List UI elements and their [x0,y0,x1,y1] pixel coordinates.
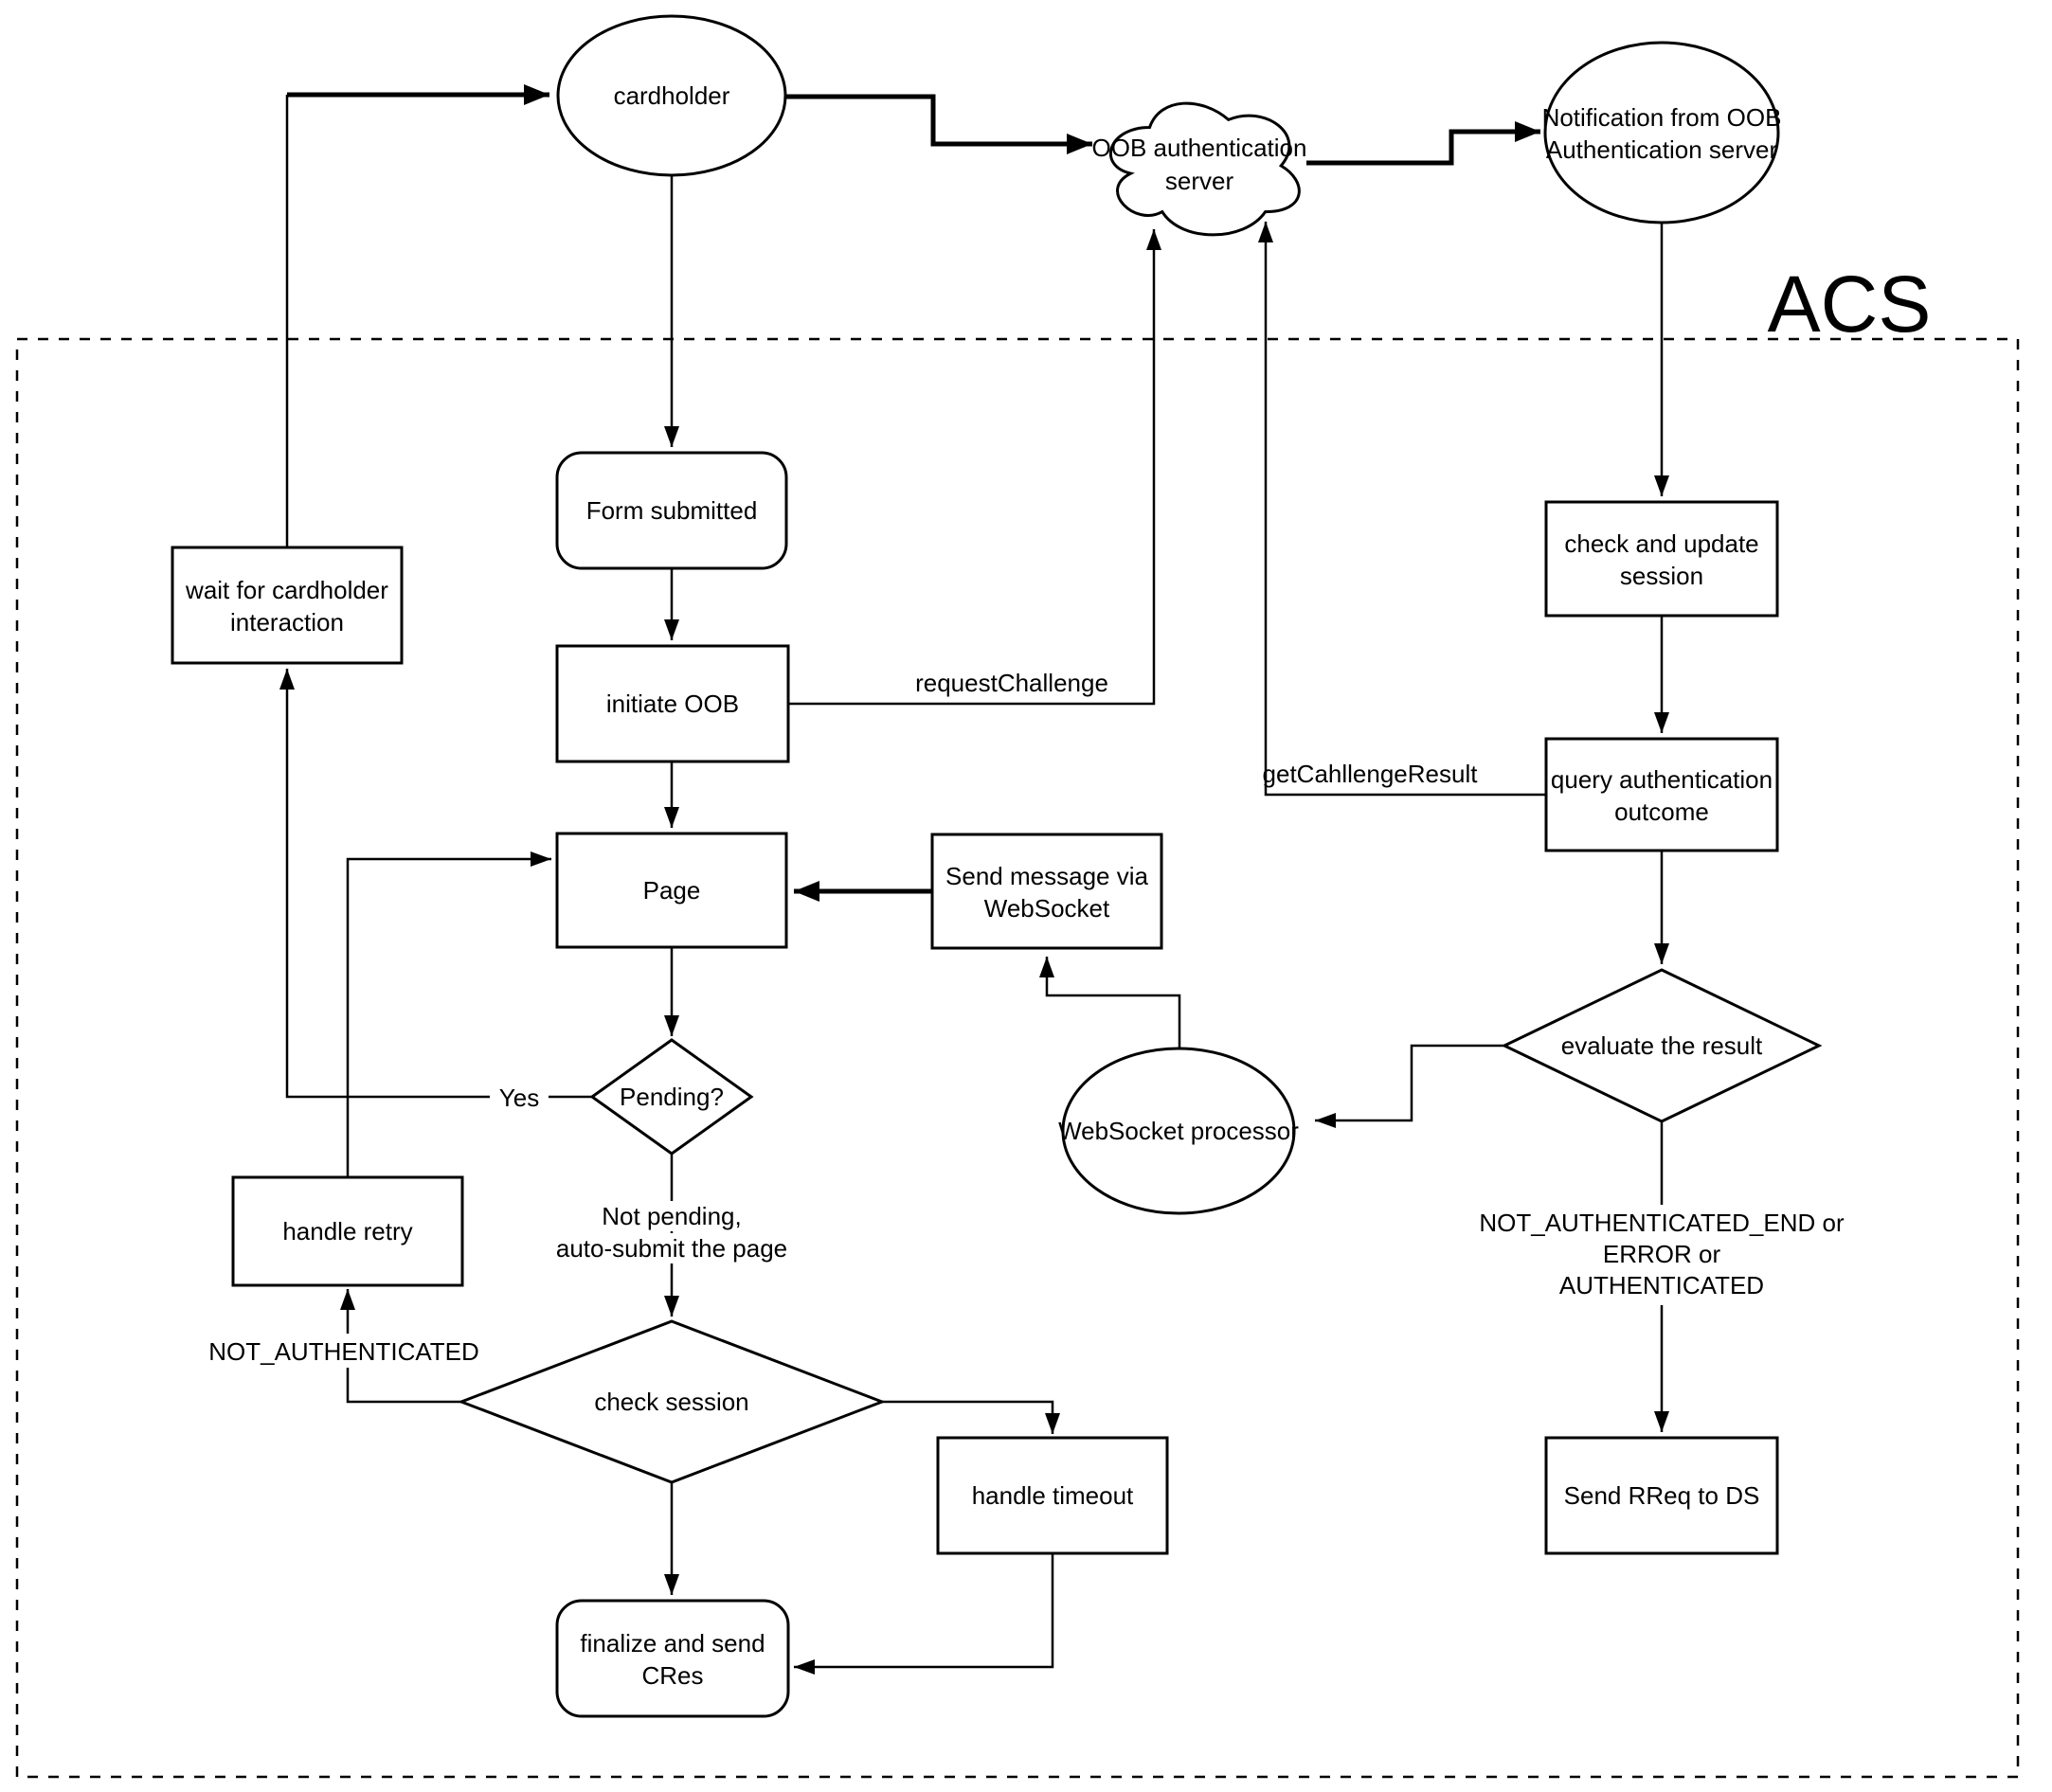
query-auth-outcome-label-2: outcome [1614,797,1709,826]
edge-labels: requestChallenge getCahllengeResult Yes … [208,669,1853,1368]
node-pending: Pending? [589,1038,754,1156]
oob-cloud-label-1: OOB authentication [1092,134,1307,162]
check-session-label: check session [594,1388,748,1416]
edge-label-yes: Yes [499,1084,539,1112]
node-cardholder: cardholder [556,14,787,177]
page-rect [555,832,788,949]
node-evaluate-result: evaluate the result [1501,968,1823,1123]
edge-wsprocessor-sendmsg [1039,957,1181,1048]
edge-label-not-pending-2: auto-submit the page [556,1234,787,1263]
cardholder-ellipse [556,14,787,177]
finalize-cres-rect [555,1599,790,1718]
node-handle-retry: handle retry [231,1175,464,1287]
send-msg-ws-rect [930,833,1163,950]
oob-cloud-label-2: server [1165,167,1234,195]
oob-cloud-shape [1108,101,1301,237]
edge-checksession-retry [340,1289,461,1404]
pending-diamond [589,1038,754,1156]
not-pending-bg-1 [597,1201,747,1231]
node-send-msg-ws: Send message via WebSocket [930,833,1163,950]
eval-outcome-bg [1470,1205,1853,1305]
handle-timeout-rect [936,1436,1169,1555]
check-session-diamond [457,1319,887,1484]
edge-timeout-finalize [794,1553,1054,1675]
edge-label-eval-outcome-1: NOT_AUTHENTICATED_END or [1479,1209,1845,1237]
send-rreq-ds-rect [1544,1436,1779,1555]
node-wait-cardholder: wait for cardholder interaction [171,546,404,665]
pending-label: Pending? [620,1083,724,1111]
edge-label-request-challenge: requestChallenge [915,669,1108,697]
send-msg-ws-label-1: Send message via [945,862,1148,890]
finalize-cres-label-1: finalize and send [580,1629,765,1658]
wait-cardholder-label-1: wait for cardholder [185,576,388,604]
check-update-session-rect [1544,500,1779,618]
initiate-oob-rect [555,644,790,763]
acs-region-label: ACS [1768,260,1932,349]
evaluate-result-diamond [1501,968,1823,1123]
query-auth-outcome-label-1: query authentication [1551,765,1773,794]
form-submitted-label: Form submitted [586,496,758,525]
yes-label-bg [490,1080,549,1112]
edge-retry-page [346,851,551,1177]
check-update-session-label-1: check and update [1564,529,1758,558]
query-auth-outcome-rect [1544,737,1779,852]
form-submitted-rect [555,451,788,570]
notification-label-1: Notification from OOB [1542,103,1782,132]
notification-label-2: Authentication server [1546,135,1778,164]
wait-cardholder-label-2: interaction [230,608,344,636]
edge-initiate-cloud [788,229,1161,706]
edge-label-not-authenticated: NOT_AUTHENTICATED [208,1337,479,1366]
notification-ellipse [1543,41,1780,224]
evaluate-result-label: evaluate the result [1561,1031,1763,1060]
edge-cardholder-cloud [785,94,1092,154]
edge-label-eval-outcome-3: AUTHENTICATED [1559,1271,1764,1299]
edge-label-eval-outcome-2: ERROR or [1603,1240,1721,1268]
handle-timeout-label: handle timeout [972,1481,1134,1510]
node-query-auth-outcome: query authentication outcome [1544,737,1779,852]
edge-query-cloud [1258,222,1546,797]
node-initiate-oob: initiate OOB [555,644,790,763]
node-ws-processor: WebSocket processor [1058,1047,1299,1215]
page-label: Page [643,876,701,905]
node-page: Page [555,832,788,949]
check-update-session-label-2: session [1620,562,1703,590]
edge-evaluate-wsprocessor [1315,1044,1504,1128]
cardholder-label: cardholder [614,81,730,110]
node-handle-timeout: handle timeout [936,1436,1169,1555]
edge-label-not-pending-1: Not pending, [602,1202,741,1230]
edge-label-get-challenge-result: getCahllengeResult [1263,760,1479,788]
send-rreq-ds-label: Send RReq to DS [1564,1481,1760,1510]
ws-processor-label: WebSocket processor [1058,1117,1299,1145]
handle-retry-rect [231,1175,464,1287]
edge-checksession-timeout [882,1400,1060,1434]
node-notification-oob: Notification from OOB Authentication ser… [1542,41,1782,224]
acs-region-border [15,337,2020,1779]
edges [279,84,1669,1675]
ws-processor-ellipse [1061,1047,1296,1215]
node-form-submitted: Form submitted [555,451,788,570]
finalize-cres-label-2: CRes [641,1661,703,1690]
edge-pending-yes-wait [279,669,592,1099]
node-oob-auth-server: OOB authentication server [1092,101,1307,237]
initiate-oob-label: initiate OOB [606,690,739,718]
node-check-session: check session [457,1319,887,1484]
not-pending-bg-2 [552,1233,793,1263]
handle-retry-label: handle retry [282,1217,412,1245]
edge-cloud-notification [1306,121,1540,166]
node-finalize-cres: finalize and send CRes [555,1599,790,1718]
node-send-rreq-ds: Send RReq to DS [1544,1436,1779,1555]
not-authenticated-bg [221,1334,469,1368]
send-msg-ws-label-2: WebSocket [984,894,1110,923]
wait-cardholder-rect [171,546,404,665]
node-check-update-session: check and update session [1544,500,1779,618]
